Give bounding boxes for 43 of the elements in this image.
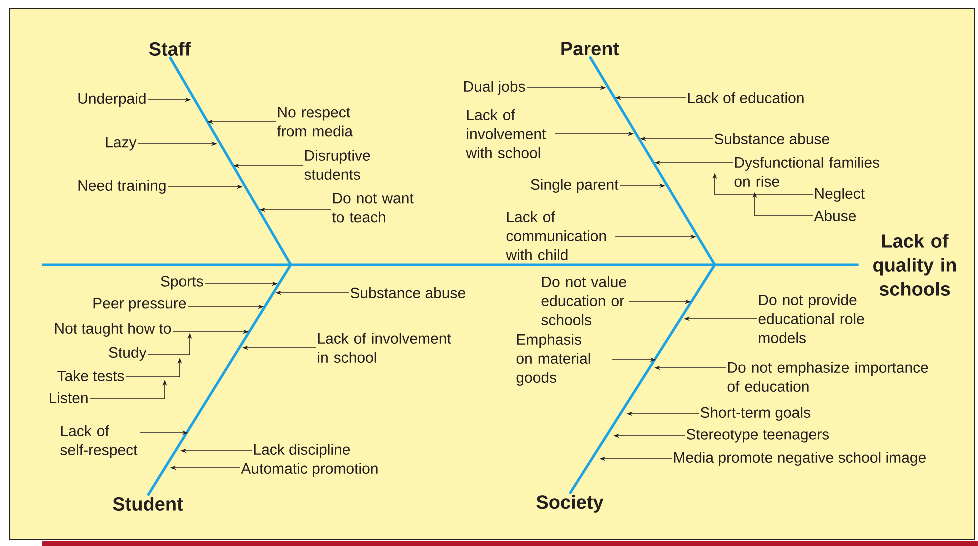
bone-line xyxy=(588,56,716,266)
cause-label: Lack of self-respect xyxy=(60,426,138,458)
bone-line xyxy=(168,56,292,266)
cause-label: Substance abuse xyxy=(714,134,830,144)
category-label: Society xyxy=(536,495,604,513)
cause-label: Lack of involvement with school xyxy=(466,110,546,158)
cause-label: Abuse xyxy=(814,210,856,222)
cause-label: Stereotype teenagers xyxy=(686,429,830,443)
spine-line xyxy=(42,264,859,266)
cause-label: Do not want to teach xyxy=(332,193,414,223)
cause-label: Media promote negative school image xyxy=(674,452,926,466)
cause-label: Disruptive students xyxy=(304,150,370,180)
category-label: Parent xyxy=(562,42,620,56)
effect-label: Lack of quality in schools xyxy=(874,234,956,296)
cause-label: No respect from media xyxy=(277,107,354,137)
cause-label: Lack of communication with child xyxy=(506,212,606,260)
cause-label: Underpaid xyxy=(78,93,146,107)
bone-line xyxy=(146,264,292,496)
cause-label: Do not provide educational role models xyxy=(758,294,864,344)
cause-label: Lazy xyxy=(106,137,137,151)
cause-label: Need training xyxy=(78,180,166,194)
cause-label: Do not value education or schools xyxy=(542,276,626,326)
cause-label: Single parent xyxy=(531,179,619,193)
cause-label: Do not emphasize importance of education xyxy=(728,362,928,392)
category-label: Student xyxy=(113,497,184,511)
category-label: Staff xyxy=(149,42,192,56)
cause-label: Dysfunctional families on rise xyxy=(734,157,880,187)
cause-label: Lack discipline xyxy=(254,444,350,458)
cause-label: Neglect xyxy=(815,188,865,202)
cause-label: Peer pressure xyxy=(94,298,186,312)
cause-label: Lack of education xyxy=(688,92,804,104)
cause-label: Emphasis on material goods xyxy=(516,334,590,386)
cause-label: Listen xyxy=(50,392,88,404)
cause-label: Study xyxy=(109,347,147,361)
cause-label: Automatic promotion xyxy=(241,463,378,477)
cause-label: Dual jobs xyxy=(464,81,526,95)
cause-label: Short-term goals xyxy=(700,407,810,421)
cause-label: Not taught how to xyxy=(55,323,172,337)
cause-label: Lack of involvement in school xyxy=(318,332,452,363)
cause-label: Sports xyxy=(161,276,204,290)
cause-label: Take tests xyxy=(58,370,124,382)
cause-label: Substance abuse xyxy=(350,288,466,298)
bone-line xyxy=(568,264,716,495)
